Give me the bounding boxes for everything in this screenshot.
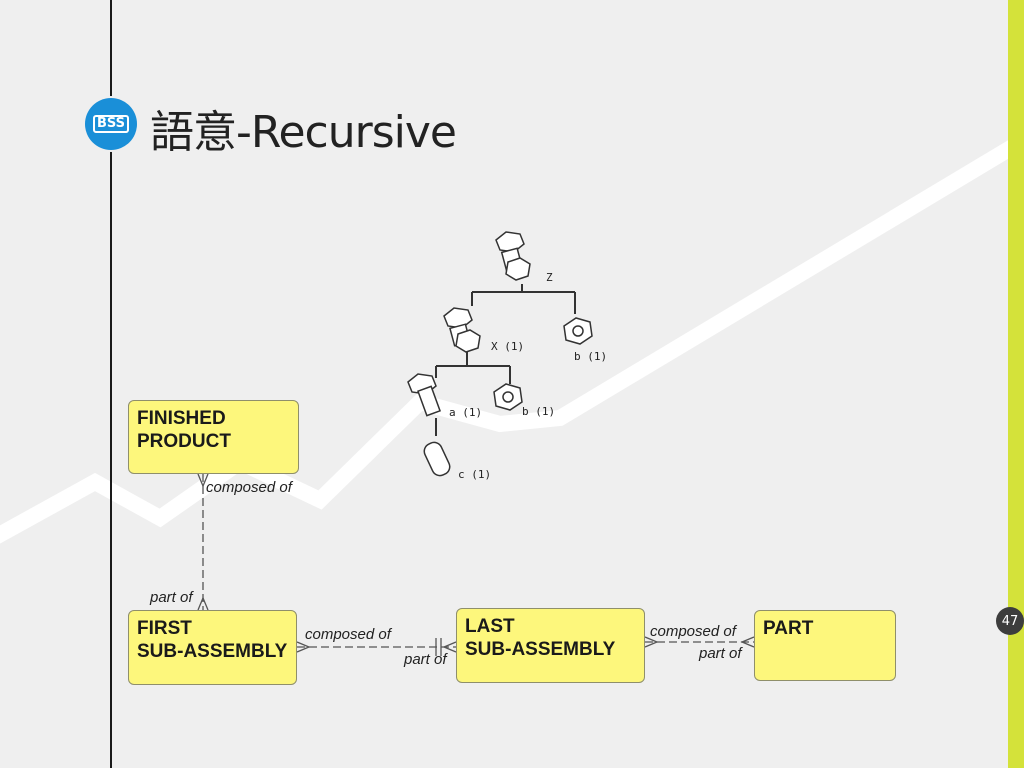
right-accent-bar <box>1008 0 1024 768</box>
bss-logo: BSS <box>85 98 137 150</box>
entity-part: PART <box>754 610 896 681</box>
entity-last-sub-assembly-line-2: SUB-ASSEMBLY <box>465 639 616 660</box>
bolt-z-icon <box>495 231 531 281</box>
entity-finished-product-line-1: FINISHED <box>137 408 226 429</box>
label-fsa-composed-of: composed of <box>305 626 391 643</box>
bss-logo-text: BSS <box>92 115 130 133</box>
entity-last-sub-assembly-line-1: LAST <box>465 616 515 637</box>
entity-part-line-1: PART <box>763 618 814 639</box>
label-c: c (1) <box>458 468 491 481</box>
label-z: Z <box>546 271 553 284</box>
page-number: 47 <box>996 607 1024 635</box>
entity-finished-product-line-2: PRODUCT <box>137 431 231 452</box>
label-x: X (1) <box>491 340 524 353</box>
entity-first-sub-assembly-line-1: FIRST <box>137 618 192 639</box>
label-a: a (1) <box>449 406 482 419</box>
entity-last-sub-assembly: LAST SUB-ASSEMBLY <box>456 608 645 683</box>
nut-b-top-icon <box>563 317 593 345</box>
label-lsa-composed-of: composed of <box>650 623 736 640</box>
entity-first-sub-assembly: FIRST SUB-ASSEMBLY <box>128 610 297 685</box>
slide-title: 語意-Recursive <box>150 107 457 158</box>
label-fsa-part-of: part of <box>150 589 193 606</box>
label-lsa-part-of: part of <box>404 651 447 668</box>
bolt-a-icon <box>407 373 441 417</box>
nut-b-bottom-icon <box>493 383 523 411</box>
background-trend-line <box>0 133 1024 544</box>
entity-finished-product: FINISHED PRODUCT <box>128 400 299 474</box>
bolt-x-icon <box>443 307 481 353</box>
label-b-top: b (1) <box>574 350 607 363</box>
label-fp-composed-of: composed of <box>206 479 292 496</box>
label-part-part-of: part of <box>699 645 742 662</box>
entity-first-sub-assembly-line-2: SUB-ASSEMBLY <box>137 641 288 662</box>
label-b-bottom: b (1) <box>522 405 555 418</box>
cylinder-c-icon <box>423 441 451 477</box>
